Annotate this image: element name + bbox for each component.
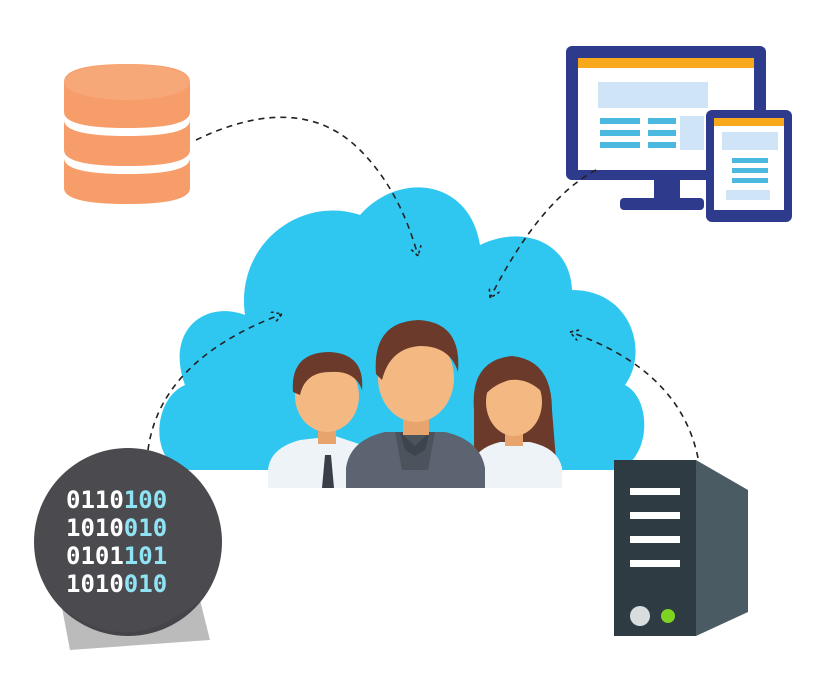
binary-row-3: 0101101 — [66, 542, 167, 570]
monitor-tablet-icon — [566, 46, 792, 222]
binary-data-icon: 0110100 1010010 0101101 1010010 — [34, 448, 222, 650]
database-icon — [64, 64, 190, 204]
person-center — [346, 320, 485, 488]
data-flow-arrows — [147, 116, 699, 459]
server-tower-icon — [614, 460, 748, 636]
binary-row-2: 1010010 — [66, 514, 167, 542]
person-right — [470, 356, 562, 488]
arrow-database-to-cloud — [195, 116, 418, 256]
binary-row-4: 1010010 — [66, 570, 167, 598]
arrow-binary-to-cloud — [147, 314, 282, 451]
team-people-icon — [268, 320, 562, 488]
arrow-monitor-to-cloud — [490, 169, 597, 298]
binary-row-1: 0110100 — [66, 486, 167, 514]
